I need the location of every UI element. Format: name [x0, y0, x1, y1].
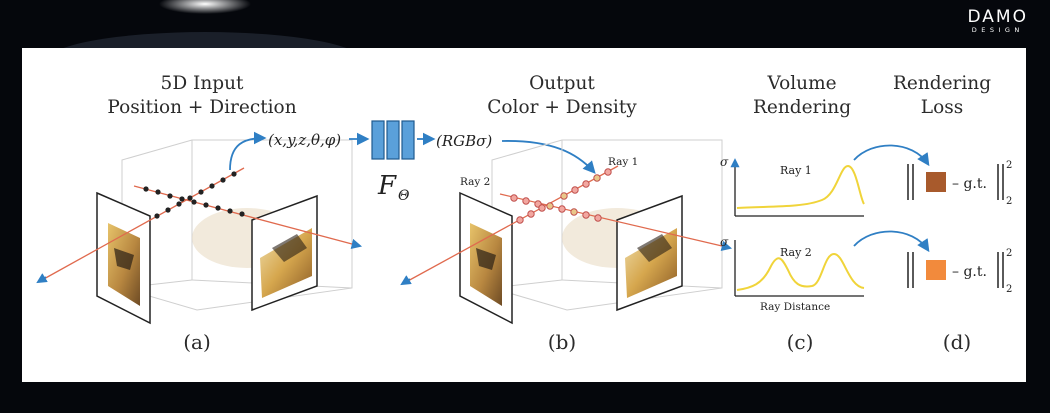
loss-sub-1: 2 — [1006, 196, 1012, 207]
title-a-line1: 5D Input — [160, 73, 244, 94]
input-vector-label: (x,y,z,θ,φ) — [268, 131, 341, 149]
ray1-label-b: Ray 1 — [608, 156, 638, 168]
ray-arrow-b2 — [400, 275, 412, 286]
image-plane-b-right — [616, 194, 683, 312]
title-d-line2: Loss — [920, 97, 964, 118]
plot1-ray-label: Ray 1 — [780, 164, 812, 177]
loss-gt-1: – g.t. — [952, 176, 987, 192]
title-a: 5D Input Position + Direction — [82, 72, 322, 120]
loss-row-2: – g.t. 2 2 — [907, 248, 1012, 295]
brand-logo-text: DAMO — [967, 7, 1028, 27]
ray2-label-b: Ray 2 — [460, 176, 490, 188]
nerf-diagram-panel: 5D Input Position + Direction Output Col… — [22, 48, 1026, 382]
network-subscript: Θ — [398, 188, 410, 204]
loss-sup-2: 2 — [1006, 248, 1012, 259]
loss-color-swatch-1 — [926, 172, 946, 192]
ray-arrow-a2 — [36, 273, 48, 284]
plot2-ray-label: Ray 2 — [780, 246, 812, 259]
title-c-line2: Rendering — [752, 97, 852, 118]
caption-b: (b) — [547, 330, 577, 354]
scene-b: (RGBσ) — [400, 132, 733, 325]
network-label: F — [377, 171, 397, 201]
space-banner — [0, 0, 1050, 48]
arrow-to-input — [229, 131, 267, 171]
diagram-canvas: (x,y,z,θ,φ) F Θ (RGBσ) — [36, 120, 1012, 325]
caption-d: (d) — [942, 330, 972, 354]
title-b-line2: Color + Density — [487, 97, 637, 118]
image-plane-b-left — [459, 191, 513, 325]
brand-sub-text: DESIGN — [971, 26, 1024, 34]
brand-logo: DAMO DESIGN — [968, 8, 1028, 35]
loss-sub-2: 2 — [1006, 284, 1012, 295]
arrow-plot2-to-loss — [853, 230, 930, 253]
ray-arrow-a1 — [350, 238, 363, 250]
title-a-line2: Position + Direction — [107, 97, 297, 118]
caption-c: (c) — [786, 330, 814, 354]
arrow-plot1-to-loss — [853, 144, 930, 167]
image-plane-a-left — [96, 191, 151, 325]
title-b-line1: Output — [529, 73, 595, 94]
title-d: Rendering Loss — [882, 72, 1002, 120]
title-d-line1: Rendering — [892, 73, 992, 94]
sample-points-b — [510, 168, 612, 224]
plot1-density-curve — [736, 164, 865, 209]
plot2-axis-label: σ — [720, 235, 729, 249]
plot2-density-curve — [736, 252, 865, 291]
title-c: Volume Rendering — [742, 72, 862, 120]
loss-color-swatch-2 — [926, 260, 946, 280]
arrow-output-to-ray — [501, 140, 596, 174]
title-c-line1: Volume — [767, 73, 837, 94]
loss-sup-1: 2 — [1006, 160, 1012, 171]
output-vector-label: (RGBσ) — [436, 132, 492, 150]
rendering-loss: – g.t. 2 2 – g.t. 2 2 — [907, 160, 1012, 295]
title-b: Output Color + Density — [462, 72, 662, 120]
plot1-axis-label: σ — [720, 155, 729, 169]
loss-row-1: – g.t. 2 2 — [907, 160, 1012, 207]
network-f-theta: F Θ — [371, 120, 436, 204]
ray-arrow-b1 — [720, 240, 733, 252]
scene-a: (x,y,z,θ,φ) — [36, 131, 370, 325]
caption-a: (a) — [183, 330, 211, 354]
ray-distance-label: Ray Distance — [760, 301, 830, 313]
sample-points-a — [143, 171, 245, 219]
planet-horizon — [18, 0, 382, 48]
volume-rendering-plots: σ Ray 1 σ Ray 2 Ray Distance — [720, 144, 930, 313]
loss-gt-2: – g.t. — [952, 264, 987, 280]
image-plane-a-right — [251, 194, 318, 312]
